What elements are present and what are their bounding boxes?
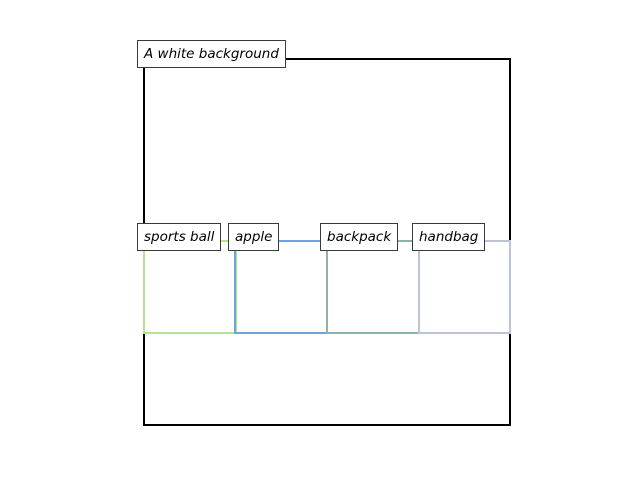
- apple-box: [234, 240, 328, 334]
- sports-ball-box: [143, 240, 237, 334]
- caption-label: A white background: [137, 40, 286, 68]
- handbag-label: handbag: [412, 223, 486, 251]
- apple-label: apple: [228, 223, 280, 251]
- handbag-box: [418, 240, 511, 334]
- backpack-box: [326, 240, 420, 334]
- backpack-label: backpack: [320, 223, 399, 251]
- sports-ball-label: sports ball: [137, 223, 222, 251]
